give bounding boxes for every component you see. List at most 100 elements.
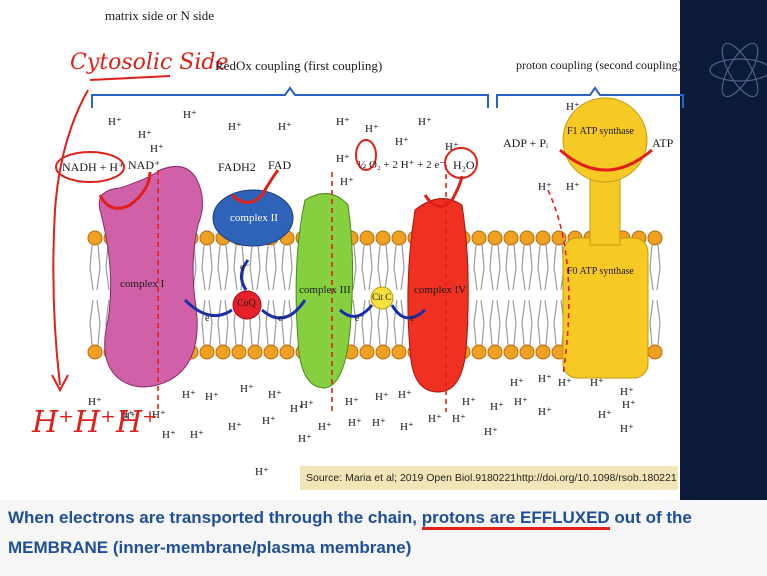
complex-1-label: complex I	[120, 278, 164, 290]
lipid-tail	[522, 300, 532, 345]
handwritten-cytosolic-label: Cytosolic Side	[70, 50, 228, 75]
lipid-tail	[250, 245, 260, 290]
lipid-head	[376, 231, 390, 245]
lipid-head	[200, 345, 214, 359]
lipid-head	[392, 231, 406, 245]
proton-marker: H⁺	[182, 388, 196, 401]
lipid-head	[536, 345, 550, 359]
proton-marker: H⁺	[375, 390, 389, 403]
proton-marker: H⁺	[268, 388, 282, 401]
electron-label-4: e⁻	[355, 313, 365, 324]
caption-line-2: MEMBRANE (inner-membrane/plasma membrane…	[8, 538, 767, 558]
adp-label: ADP + Pᵢ	[503, 136, 548, 151]
complex-2-label: complex II	[230, 212, 278, 224]
lipid-tail	[394, 300, 404, 345]
electron-label-1: e⁻	[240, 262, 250, 273]
proton-marker: H⁺	[620, 422, 634, 435]
proton-marker: H⁺	[538, 372, 552, 385]
proton-marker: H⁺	[150, 142, 164, 155]
proton-marker: H⁺	[590, 376, 604, 389]
lipid-tail	[266, 300, 276, 345]
proton-marker: H⁺	[108, 115, 122, 128]
proton-marker: H⁺	[428, 412, 442, 425]
matrix-side-label: matrix side or N side	[105, 8, 214, 24]
proton-marker: H⁺	[336, 152, 350, 165]
proton-marker: H⁺	[262, 414, 276, 427]
proton-marker: H⁺	[538, 405, 552, 418]
caption-line-1-start: When electrons are transported through t…	[8, 508, 422, 527]
lipid-tail	[202, 245, 212, 290]
proton-marker: H⁺	[345, 395, 359, 408]
proton-coupling-label: proton coupling (second coupling)	[516, 58, 682, 73]
f0-label: F0 ATP synthase	[567, 266, 634, 277]
f0-shape	[563, 238, 648, 378]
lipid-head	[504, 345, 518, 359]
lipid-tail	[266, 245, 276, 290]
lipid-head	[200, 231, 214, 245]
lipid-head	[232, 345, 246, 359]
proton-marker: H⁺	[365, 122, 379, 135]
lipid-tail	[490, 300, 500, 345]
lipid-head	[392, 345, 406, 359]
lipid-head	[280, 345, 294, 359]
proton-marker: H⁺	[336, 115, 350, 128]
lipid-head	[648, 231, 662, 245]
lipid-tail	[218, 245, 228, 290]
caption-line-1-end: out of the	[610, 508, 692, 527]
lipid-tail	[490, 245, 500, 290]
complex-1-shape	[99, 166, 202, 387]
proton-marker: H⁺	[418, 115, 432, 128]
proton-marker: H⁺	[298, 432, 312, 445]
f1-label: F1 ATP synthase	[567, 126, 634, 137]
redox-bracket	[92, 88, 488, 108]
lipid-tail	[522, 245, 532, 290]
nadh-label: NADH + H⁺	[62, 160, 124, 175]
caption-line-1: When electrons are transported through t…	[8, 508, 767, 528]
proton-marker: H⁺	[538, 180, 552, 193]
lipid-head	[648, 345, 662, 359]
lipid-tail	[506, 245, 516, 290]
proton-marker: H⁺	[598, 408, 612, 421]
fad-label: FAD	[268, 158, 291, 173]
proton-marker: H⁺	[462, 395, 476, 408]
oxygen-label: ½ O₂ + 2 H⁺ + 2 e⁻	[358, 158, 445, 171]
electron-label-5: e⁻	[410, 313, 420, 324]
lipid-head	[376, 345, 390, 359]
proton-marker: H⁺	[566, 100, 580, 113]
proton-marker: H⁺	[318, 420, 332, 433]
atom-decoration-icon	[710, 39, 767, 102]
lipid-head	[472, 231, 486, 245]
proton-marker: H⁺	[340, 175, 354, 188]
proton-marker: H⁺	[400, 420, 414, 433]
proton-marker: H⁺	[255, 465, 269, 478]
lipid-head	[488, 345, 502, 359]
lipid-head	[216, 345, 230, 359]
electron-label-3: e⁻	[278, 313, 288, 324]
redox-coupling-label: RedOx coupling (first coupling)	[215, 58, 382, 74]
nad-label: NAD⁺	[128, 158, 160, 173]
proton-marker: H⁺	[162, 428, 176, 441]
caption-highlight: protons are EFFLUXED	[422, 508, 610, 530]
complex-4-label: complex IV	[414, 284, 466, 296]
atp-label: ATP	[652, 136, 673, 151]
lipid-head	[488, 231, 502, 245]
lipid-tail	[90, 245, 100, 290]
lipid-tail	[538, 245, 548, 290]
proton-marker: H⁺	[228, 120, 242, 133]
lipid-head	[360, 345, 374, 359]
proton-marker: H⁺	[183, 108, 197, 121]
lipid-tail	[90, 300, 100, 345]
lipid-head	[88, 345, 102, 359]
proton-marker: H⁺	[566, 180, 580, 193]
proton-marker: H⁺	[240, 382, 254, 395]
lipid-tail	[474, 245, 484, 290]
proton-marker: H⁺	[622, 398, 636, 411]
lipid-tail	[506, 300, 516, 345]
source-citation: Source: Maria et al; 2019 Open Biol.9180…	[300, 466, 678, 490]
proton-marker: H⁺	[484, 425, 498, 438]
proton-marker: H⁺	[278, 120, 292, 133]
electron-label-2: e⁻	[205, 313, 215, 324]
proton-marker: H⁺	[205, 390, 219, 403]
lipid-tail	[218, 300, 228, 345]
